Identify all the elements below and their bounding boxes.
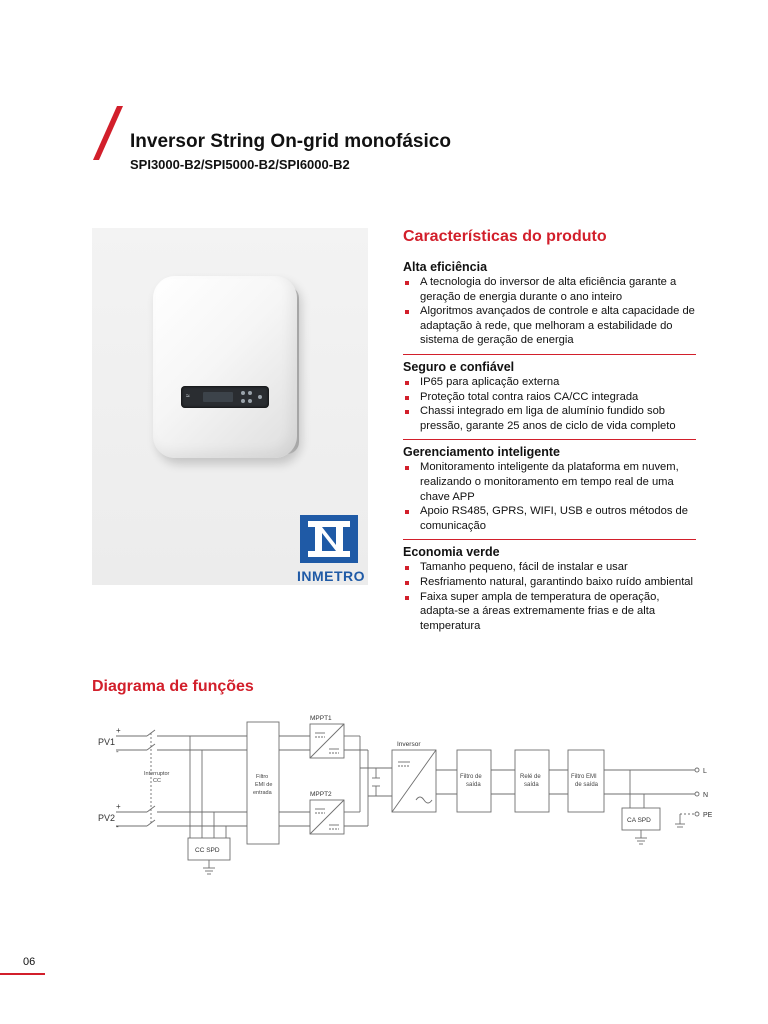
pv2-minus: - (116, 822, 119, 831)
output-emi-label-2: de saída (575, 782, 599, 788)
feature-item: Tamanho pequeno, fácil de instalar e usa… (403, 560, 696, 575)
product-features: Características do produto Alta eficiênc… (403, 228, 696, 644)
feature-item: Resfriamento natural, garantindo baixo r… (403, 575, 696, 590)
page-title: Inversor String On-grid monofásico (130, 131, 451, 152)
product-photo: ≈ INMETRO (92, 228, 368, 585)
pv2-plus: + (116, 802, 121, 811)
inverter-device: ≈ (153, 276, 297, 458)
inverter-display-panel: ≈ (181, 386, 269, 408)
inverter-box (391, 749, 437, 813)
output-relay-label-1: Relé de (520, 774, 541, 780)
feature-group-management: Gerenciamento inteligente Monitoramento … (403, 445, 696, 541)
lcd-screen (203, 392, 233, 402)
terminal-l-label: L (703, 768, 707, 775)
feature-item: Faixa super ampla de temperatura de oper… (403, 590, 696, 634)
feature-group-title: Economia verde (403, 545, 500, 560)
indicator-led-icon (241, 399, 245, 403)
output-filter-label-1: Filtro de (460, 774, 482, 780)
feature-group-efficiency: Alta eficiência A tecnologia do inversor… (403, 260, 696, 355)
output-filter-box (456, 749, 492, 813)
output-relay-label-2: saída (524, 782, 539, 788)
indicator-led-icon (258, 395, 262, 399)
indicator-led-icon (241, 391, 245, 395)
indicator-led-icon (248, 399, 252, 403)
features-heading: Características do produto (403, 228, 607, 245)
feature-item: Monitoramento inteligente da plataforma … (403, 460, 696, 504)
input-emi-label-2: EMI de (255, 782, 272, 788)
inverter-label: Inversor (397, 741, 421, 748)
input-emi-label-1: Filtro (256, 774, 268, 780)
ac-spd-label: CA SPD (627, 817, 651, 824)
diagram-heading: Diagrama de funções (92, 678, 254, 695)
function-diagram: PV1 PV2 + - + - Interruptor CC CC SPD Fi… (98, 715, 713, 875)
output-relay-box (514, 749, 550, 813)
feature-group-safety: Seguro e confiável IP65 para aplicação e… (403, 359, 696, 441)
page-number: 06 (23, 956, 36, 968)
input-emi-label-3: entrada (253, 790, 273, 796)
feature-group-title: Alta eficiência (403, 260, 488, 274)
brand-logo-icon: ≈ (186, 393, 190, 400)
pv1-label: PV1 (98, 737, 115, 747)
feature-item: Chassi integrado em liga de alumínio fun… (403, 404, 696, 433)
inmetro-logo-icon (300, 515, 358, 563)
pv1-minus: - (116, 747, 119, 756)
mppt2-box (309, 799, 345, 835)
dc-spd-label: CC SPD (195, 847, 220, 854)
feature-item: IP65 para aplicação externa (403, 375, 696, 390)
feature-group-title: Seguro e confiável (403, 359, 515, 374)
mppt1-box (309, 723, 345, 759)
feature-item: Apoio RS485, GPRS, WIFI, USB e outros mé… (403, 504, 696, 533)
input-emi-filter-box (246, 721, 280, 845)
page-number-underline (0, 973, 45, 975)
mppt1-label: MPPT1 (310, 715, 332, 722)
pv2-label: PV2 (98, 813, 115, 823)
feature-item: A tecnologia do inversor de alta eficiên… (403, 275, 696, 304)
output-emi-label-1: Filtro EMI (571, 774, 597, 780)
feature-item: Algoritmos avançados de controle e alta … (403, 304, 696, 348)
feature-group-title: Gerenciamento inteligente (403, 445, 560, 460)
red-slash-accent (93, 106, 123, 160)
pv1-plus: + (116, 726, 121, 735)
indicator-led-icon (248, 391, 252, 395)
feature-item: Proteção total contra raios CA/CC integr… (403, 390, 696, 405)
model-numbers: SPI3000-B2/SPI5000-B2/SPI6000-B2 (130, 157, 350, 172)
dc-switch-label-2: CC (153, 778, 161, 784)
feature-group-green: Economia verde Tamanho pequeno, fácil de… (403, 545, 696, 639)
terminal-n-label: N (703, 792, 708, 799)
inmetro-seal: INMETRO (293, 515, 367, 585)
dc-switch-label-1: Interruptor (144, 771, 170, 777)
terminal-pe-label: PE (703, 812, 713, 819)
output-emi-filter-box (567, 749, 605, 813)
output-filter-label-2: saída (466, 782, 481, 788)
inmetro-label: INMETRO (296, 568, 366, 584)
mppt2-label: MPPT2 (310, 791, 332, 798)
